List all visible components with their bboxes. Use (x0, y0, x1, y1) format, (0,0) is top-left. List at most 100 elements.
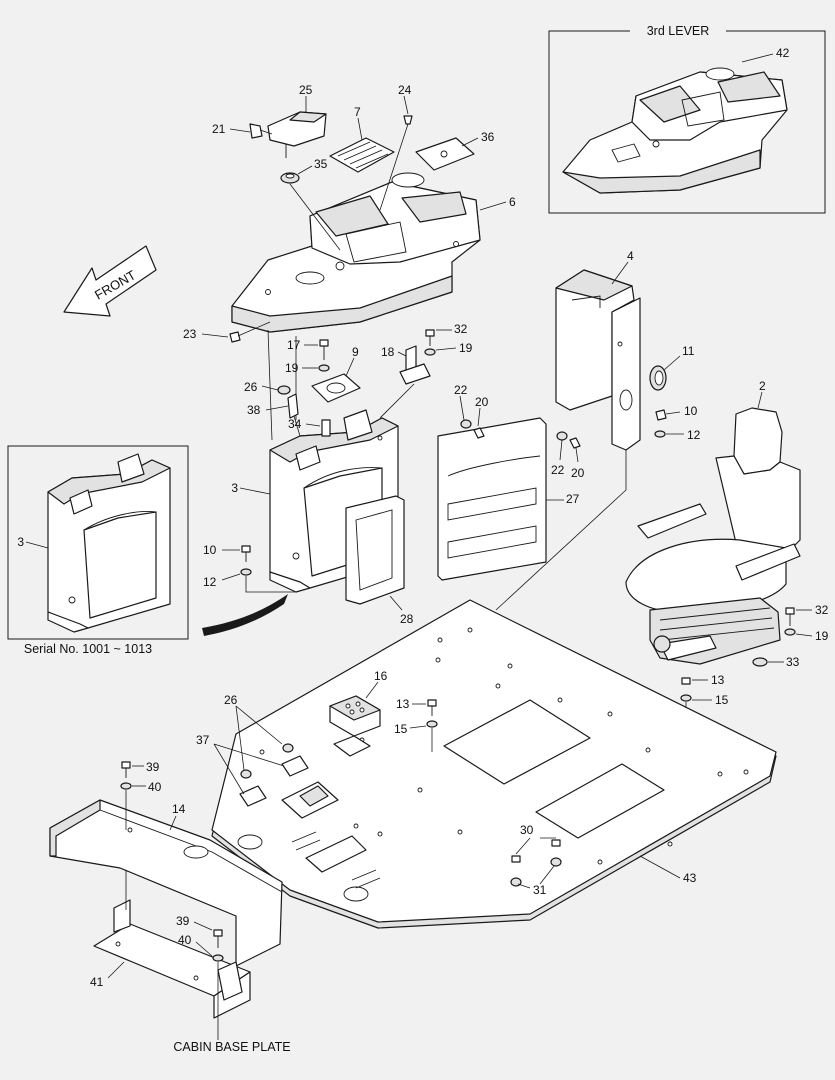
callout-40-lower: 40 (178, 933, 192, 947)
console-part-42 (562, 67, 788, 194)
gasket-part-9 (311, 373, 361, 403)
callout-18: 18 (381, 345, 395, 359)
nut-part-26-upper (277, 385, 291, 395)
callout-42: 42 (776, 46, 790, 60)
bolt-part-32-seat (785, 607, 795, 626)
callout-37: 37 (196, 733, 210, 747)
callout-7: 7 (354, 105, 361, 119)
callout-12-left: 12 (203, 575, 217, 589)
callout-38: 38 (247, 403, 261, 417)
inset-serial-range (7, 445, 189, 640)
bracket-part-41 (93, 899, 251, 1019)
callout-32-seat: 32 (815, 603, 829, 617)
callout-27: 27 (566, 492, 580, 506)
callout-21: 21 (212, 122, 226, 136)
bolt-part-10-left (241, 545, 251, 562)
pillar-part-18 (399, 345, 431, 385)
bolt-part-21 (249, 123, 273, 139)
callout-20-upper: 20 (475, 395, 489, 409)
callout-10-right: 10 (684, 404, 698, 418)
washer-part-40-lower (212, 954, 224, 962)
nut-part-22-upper (460, 419, 472, 429)
bolt-part-20-upper (473, 427, 485, 439)
nut-part-22-lower (556, 431, 568, 441)
callout-19-seat: 19 (815, 629, 829, 643)
callout-32-upper: 32 (454, 322, 468, 336)
callout-25: 25 (299, 83, 313, 97)
front-direction-arrow: FRONT (63, 245, 157, 317)
washer-part-19-upper (318, 364, 330, 372)
seat-part-2 (625, 407, 801, 665)
clip-part-38 (287, 393, 301, 437)
callout-4: 4 (627, 249, 634, 263)
callout-2: 2 (759, 379, 766, 393)
panel-part-28 (345, 495, 405, 605)
bracket-part-4 (555, 269, 641, 451)
inset-3rd-lever: 3rd LEVER 42 (548, 22, 826, 214)
screw-part-24 (379, 115, 413, 211)
clip-part-37 (239, 755, 309, 807)
callout-10-left: 10 (203, 543, 217, 557)
callout-3: 3 (231, 481, 238, 495)
callout-6: 6 (509, 195, 516, 209)
bolt-part-17 (319, 339, 329, 360)
base-plate-part-43 (211, 599, 777, 929)
bottom-caption: CABIN BASE PLATE (173, 1040, 290, 1054)
callout-15-right: 15 (715, 693, 729, 707)
callout-26-lower: 26 (224, 693, 238, 707)
callout-41: 41 (90, 975, 104, 989)
grommet-part-11 (649, 365, 667, 391)
callout-39-upper: 39 (146, 760, 160, 774)
bolt-part-13-right (681, 677, 691, 685)
callout-19-upper: 19 (285, 361, 299, 375)
callout-36: 36 (481, 130, 495, 144)
callout-34: 34 (288, 417, 302, 431)
bolt-part-32-upper (425, 329, 435, 346)
callout-33: 33 (786, 655, 800, 669)
callout-39-lower: 39 (176, 914, 190, 928)
inset-3rd-lever-title: 3rd LEVER (647, 24, 710, 38)
callout-28: 28 (400, 612, 414, 626)
mount-part-16 (329, 695, 381, 757)
callout-40-upper: 40 (148, 780, 162, 794)
callout-13-center: 13 (396, 697, 410, 711)
callout-16: 16 (374, 669, 388, 683)
callout-15-center: 15 (394, 722, 408, 736)
callout-35: 35 (314, 157, 328, 171)
callout-31: 31 (533, 883, 547, 897)
cover-part-14 (49, 799, 283, 967)
bolt-part-39-upper (121, 761, 131, 778)
callout-3-inset: 3 (17, 535, 24, 549)
washer-part-12-right (654, 430, 666, 438)
callout-43: 43 (683, 871, 697, 885)
knob-part-25 (267, 111, 327, 158)
inset-serial-caption: Serial No. 1001 ~ 1013 (24, 642, 152, 656)
panel-part-27 (437, 417, 547, 581)
callout-19-mid: 19 (459, 341, 473, 355)
washer-part-40-upper (120, 782, 132, 790)
inset-serial-frame (7, 445, 189, 640)
bolt-part-39-lower (213, 929, 223, 948)
washer-part-19-mid (424, 348, 436, 356)
callout-12-right: 12 (687, 428, 701, 442)
grille-part-7 (329, 137, 395, 173)
callout-9: 9 (352, 345, 359, 359)
console-part-6 (231, 172, 481, 333)
callout-22-lower: 22 (551, 463, 565, 477)
callout-23: 23 (183, 327, 197, 341)
nut-part-33 (752, 657, 768, 667)
washer-part-15-right (680, 694, 692, 702)
inset-title-backdrop (630, 22, 726, 40)
callout-11: 11 (682, 344, 695, 358)
callout-13-right: 13 (711, 673, 725, 687)
callout-26-upper: 26 (244, 380, 258, 394)
variant-pointer-arrow (202, 594, 288, 636)
cover-part-36 (415, 137, 475, 171)
callout-30: 30 (520, 823, 534, 837)
washer-part-15-center (426, 720, 438, 728)
bolt-part-10-right (655, 409, 667, 421)
callout-14: 14 (172, 802, 186, 816)
screw-part-23 (229, 321, 271, 343)
washer-part-19-seat (784, 628, 796, 636)
callout-24: 24 (398, 83, 412, 97)
